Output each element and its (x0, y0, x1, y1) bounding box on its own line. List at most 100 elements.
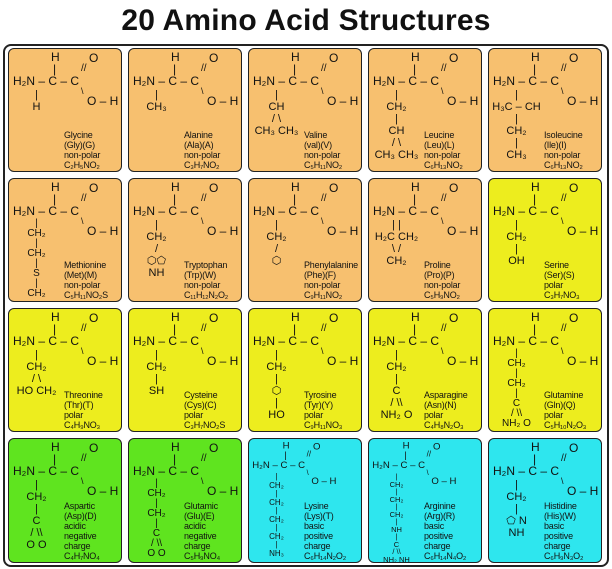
side-chain-line: | (275, 89, 278, 101)
amino-acid-name: Glycine (64, 130, 93, 140)
carbonyl-oxygen: O (329, 311, 339, 325)
hydroxyl-group: O – H (567, 484, 599, 498)
side-chain-line: / \\ (510, 408, 523, 419)
molecular-formula: C₂H₅NO₂ (64, 160, 100, 170)
amino-acid-property: charge (64, 541, 91, 551)
alpha-hydrogen: H (51, 310, 60, 324)
amino-acid-property: non-polar (304, 150, 341, 160)
double-bond: // (561, 193, 567, 204)
side-chain-line: | (275, 219, 278, 231)
molecular-formula: C₄H₇NO₄ (64, 551, 100, 561)
side-chain-line: | (515, 503, 518, 515)
side-chain-line: | (155, 478, 158, 489)
side-chain: | CH₂ | OH (490, 219, 543, 267)
hydroxyl-group: O – H (207, 94, 239, 108)
carbonyl-oxygen: O (329, 51, 339, 65)
side-chain-line: CH₃ (146, 101, 167, 113)
diagram-frame (3, 44, 609, 567)
side-chain: | CH₃ (130, 89, 183, 113)
backbone-amine-carbon: H₂N – C – C (252, 459, 306, 471)
side-chain-line: CH₂ (269, 497, 284, 507)
carbonyl-oxygen: O (89, 441, 99, 455)
page-title: 20 Amino Acid Structures (121, 4, 491, 37)
hydroxyl-group: O – H (447, 94, 479, 108)
amino-acid-property: non-polar (424, 280, 461, 290)
carbonyl-oxygen: O (89, 181, 99, 195)
single-bond: \ (561, 216, 564, 226)
double-bond: // (321, 193, 327, 204)
side-chain-line: NH (508, 527, 525, 539)
side-chain-line: CH₂ (27, 288, 46, 299)
side-chain-line: \ / (391, 243, 402, 255)
side-chain-line: | (395, 502, 398, 511)
side-chain-line: CH₃ (506, 149, 527, 161)
amino-acid-property: basic (424, 521, 445, 531)
amino-acid-abbreviation: (Trp)(W) (184, 270, 217, 280)
side-chain-line: | (515, 388, 518, 399)
double-bond: // (201, 193, 207, 204)
side-chain-line: CH₂ (269, 480, 284, 490)
single-bond: \ (561, 476, 564, 486)
molecular-formula: C₄H₉NO₃ (64, 420, 101, 430)
double-bond: // (426, 450, 432, 459)
backbone-amine-carbon: H₂N – C – C (373, 204, 440, 218)
side-chain: | CH₂ | CH₂ | CH₂ | CH₂ | NH₃ (250, 472, 303, 558)
side-chain-line: CH₂ (266, 231, 287, 243)
side-chain-line: CH₃ CH₃ (254, 125, 299, 137)
double-bond: // (561, 453, 567, 464)
alpha-hydrogen: H (171, 50, 180, 64)
side-chain-line: | (35, 278, 38, 289)
side-chain: | CH₂ / \HO CH₂ (10, 349, 63, 397)
alpha-hydrogen: H (171, 310, 180, 324)
double-bond: // (81, 453, 87, 464)
molecular-formula: C₅H₁₁NO₂S (64, 290, 108, 300)
side-chain-line: NH₂ NH (383, 554, 410, 563)
side-chain-line: | (395, 472, 398, 481)
molecular-formula: C₅H₁₁NO₂ (304, 160, 343, 170)
amino-acid-property: charge (304, 541, 331, 551)
side-chain-line: | (275, 349, 278, 361)
side-chain: | |H₂C CH₂ \ / CH₂ (370, 219, 423, 267)
amino-acid-abbreviation: (Ile)(I) (544, 140, 567, 150)
amino-acid-property: non-polar (64, 280, 101, 290)
side-chain-line: | (515, 89, 518, 101)
alpha-hydrogen: H (51, 440, 60, 454)
single-bond: \ (441, 86, 444, 96)
side-chain-line: | (155, 373, 158, 385)
side-chain-line: | (155, 89, 158, 101)
molecular-formula: C₆H₁₄N₂O₂ (304, 551, 347, 561)
side-chain-line: / \\ (30, 527, 43, 539)
backbone-amine-carbon: H₂N – C – C (13, 464, 80, 478)
side-chain-line: | (395, 113, 398, 125)
side-chain-line: / \ (31, 373, 42, 385)
alpha-hydrogen: H (531, 180, 540, 194)
alpha-hydrogen: H (171, 440, 180, 454)
side-chain-line: | (515, 219, 518, 231)
side-chain-line: ⬡ (271, 385, 282, 397)
molecular-formula: C₁₁H₁₂N₂O₂ (184, 290, 229, 300)
side-chain-line: CH₂ (507, 378, 526, 389)
carbonyl-oxygen: O (329, 181, 339, 195)
side-chain-line: | (155, 498, 158, 509)
side-chain-line: NH (391, 524, 402, 534)
molecular-formula: C₅H₉NO₄ (184, 551, 220, 561)
side-chain: | CH₂ | C / \\ NH₂ O (370, 349, 423, 421)
amino-acid-abbreviation: (Ala)(A) (184, 140, 214, 150)
amino-acid-property: negative (184, 531, 217, 541)
